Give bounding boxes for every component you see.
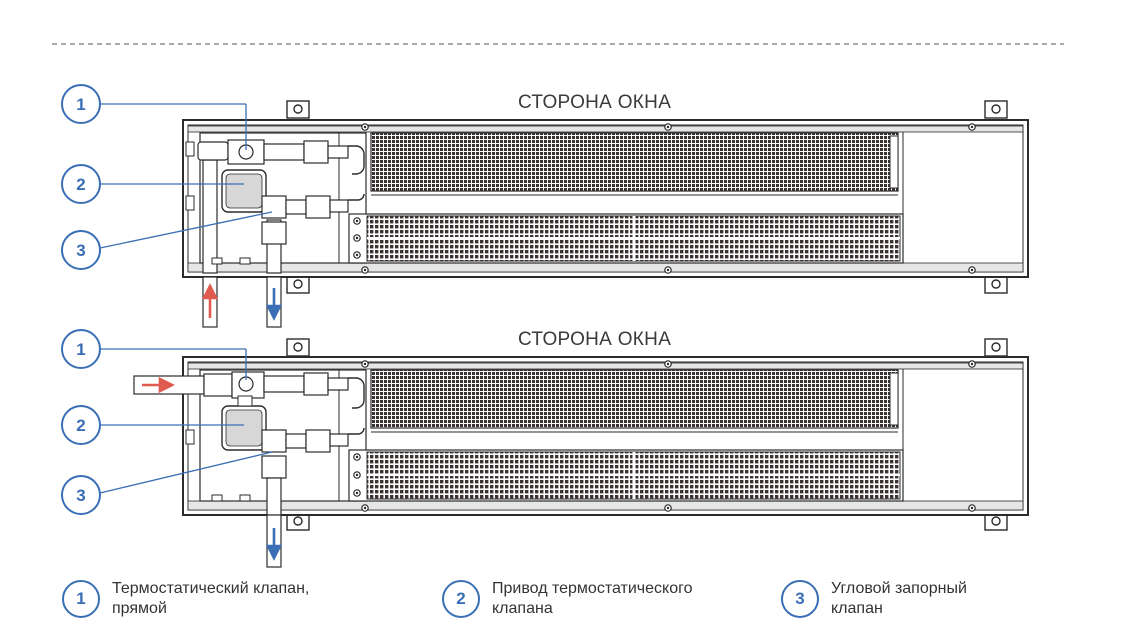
callout-1: 1: [61, 329, 101, 369]
callout-2: 2: [61, 164, 101, 204]
legend-number: 2: [442, 580, 480, 618]
svg-text:2: 2: [76, 175, 85, 194]
legend-item-2: 2 Привод термостатического клапана: [442, 580, 692, 619]
return-arrow: [265, 528, 283, 561]
return-arrow: [265, 288, 283, 321]
convector-unit-1: 1 2 3: [61, 84, 1029, 328]
window-side-label-2: СТОРОНА ОКНА: [518, 329, 672, 350]
legend-number: 1: [62, 580, 100, 618]
legend-item-3: 3 Угловой запорный клапан: [781, 580, 967, 619]
legend-number: 3: [781, 580, 819, 618]
window-side-label-1: СТОРОНА ОКНА: [518, 92, 672, 113]
svg-text:2: 2: [76, 416, 85, 435]
svg-text:1: 1: [76, 340, 85, 359]
svg-text:3: 3: [76, 486, 85, 505]
convector-unit-2: 1 2 3: [61, 329, 1029, 568]
callout-3: 3: [61, 475, 101, 515]
callout-3: 3: [61, 230, 101, 270]
supply-arrow: [201, 283, 219, 318]
heat-exchanger-fins: [370, 132, 899, 192]
legend-label: Термостатический клапан, прямой: [112, 580, 310, 617]
callout-2: 2: [61, 405, 101, 445]
legend-item-1: 1 Термостатический клапан, прямой: [62, 580, 309, 619]
callout-1: 1: [61, 84, 101, 124]
legend-label: Угловой запорный клапан: [831, 580, 967, 617]
legend-label: Привод термостатического клапана: [492, 580, 693, 617]
svg-text:1: 1: [76, 95, 85, 114]
svg-text:3: 3: [76, 241, 85, 260]
supply-arrow: [142, 376, 175, 394]
